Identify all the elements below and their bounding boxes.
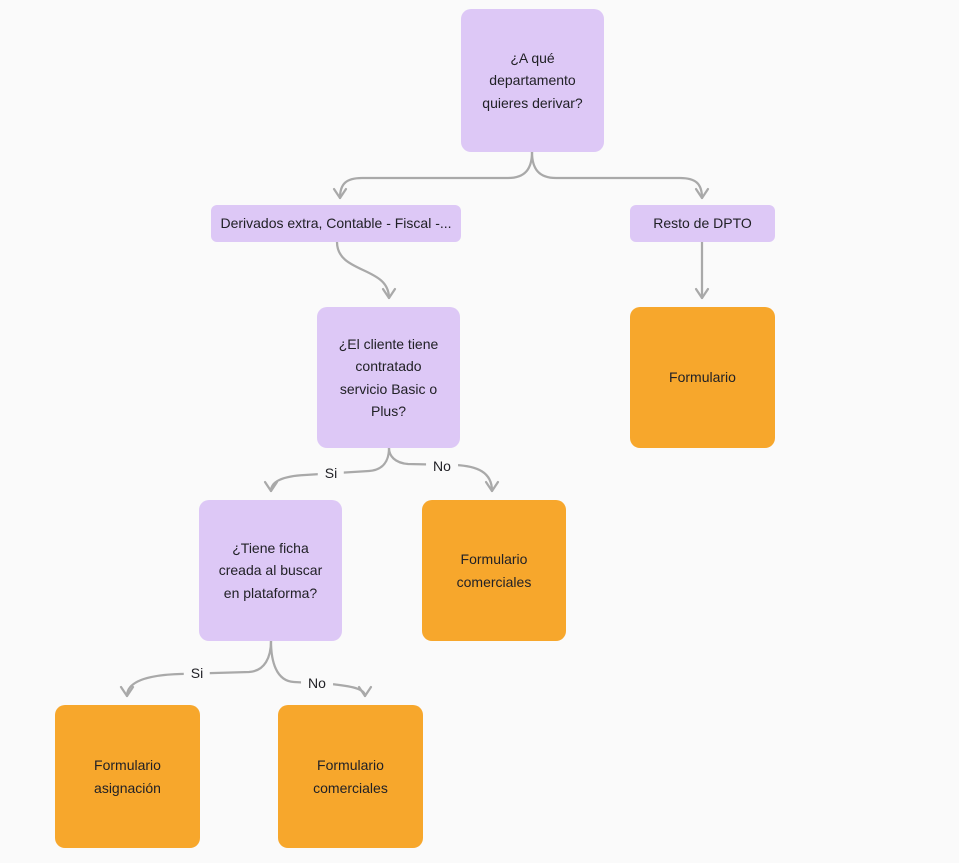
edge-label-servicio-no: No — [426, 456, 458, 476]
edge-derivados-extra-to-servicio-contratado — [335, 240, 397, 300]
edge-label-text: Si — [190, 665, 204, 681]
node-label: Resto de DPTO — [653, 215, 752, 232]
edge-ficha-si-to-formulario-asignacion — [119, 639, 273, 698]
node-derivados-extra-branch[interactable]: Derivados extra, Contable - Fiscal -... — [211, 205, 461, 242]
node-resto-dpto-branch[interactable]: Resto de DPTO — [630, 205, 775, 242]
edge-label-servicio-si: Si — [317, 463, 345, 483]
node-formulario-outcome[interactable]: Formulario — [630, 307, 775, 448]
edge-departamento-to-resto-dpto — [530, 150, 710, 200]
node-label: ¿Tiene ficha creada al buscar en platafo… — [218, 539, 323, 601]
node-label: Formulario comerciales — [456, 551, 532, 590]
edge-label-text: Si — [324, 465, 338, 481]
node-label: Derivados extra, Contable - Fiscal -... — [220, 215, 452, 232]
node-departamento-question[interactable]: ¿A qué departamento quieres derivar? — [461, 9, 604, 152]
node-label: ¿A qué departamento quieres derivar? — [482, 49, 583, 111]
node-formulario-comerciales-1-outcome[interactable]: Formulario comerciales — [422, 500, 566, 641]
edge-label-ficha-no: No — [301, 673, 333, 693]
edge-label-ficha-si: Si — [183, 663, 211, 683]
node-formulario-comerciales-2-outcome[interactable]: Formulario comerciales — [278, 705, 423, 848]
node-label: Formulario — [669, 369, 736, 386]
node-label: Formulario asignación — [94, 757, 161, 796]
node-label: ¿El cliente tiene contratado servicio Ba… — [338, 335, 439, 419]
edge-departamento-to-derivados-extra — [332, 150, 534, 200]
node-ficha-creada-question[interactable]: ¿Tiene ficha creada al buscar en platafo… — [199, 500, 342, 641]
edge-label-text: No — [433, 458, 451, 474]
edge-label-text: No — [308, 675, 326, 691]
node-formulario-asignacion-outcome[interactable]: Formulario asignación — [55, 705, 200, 848]
node-label: Formulario comerciales — [313, 757, 388, 796]
node-servicio-contratado-question[interactable]: ¿El cliente tiene contratado servicio Ba… — [317, 307, 460, 448]
